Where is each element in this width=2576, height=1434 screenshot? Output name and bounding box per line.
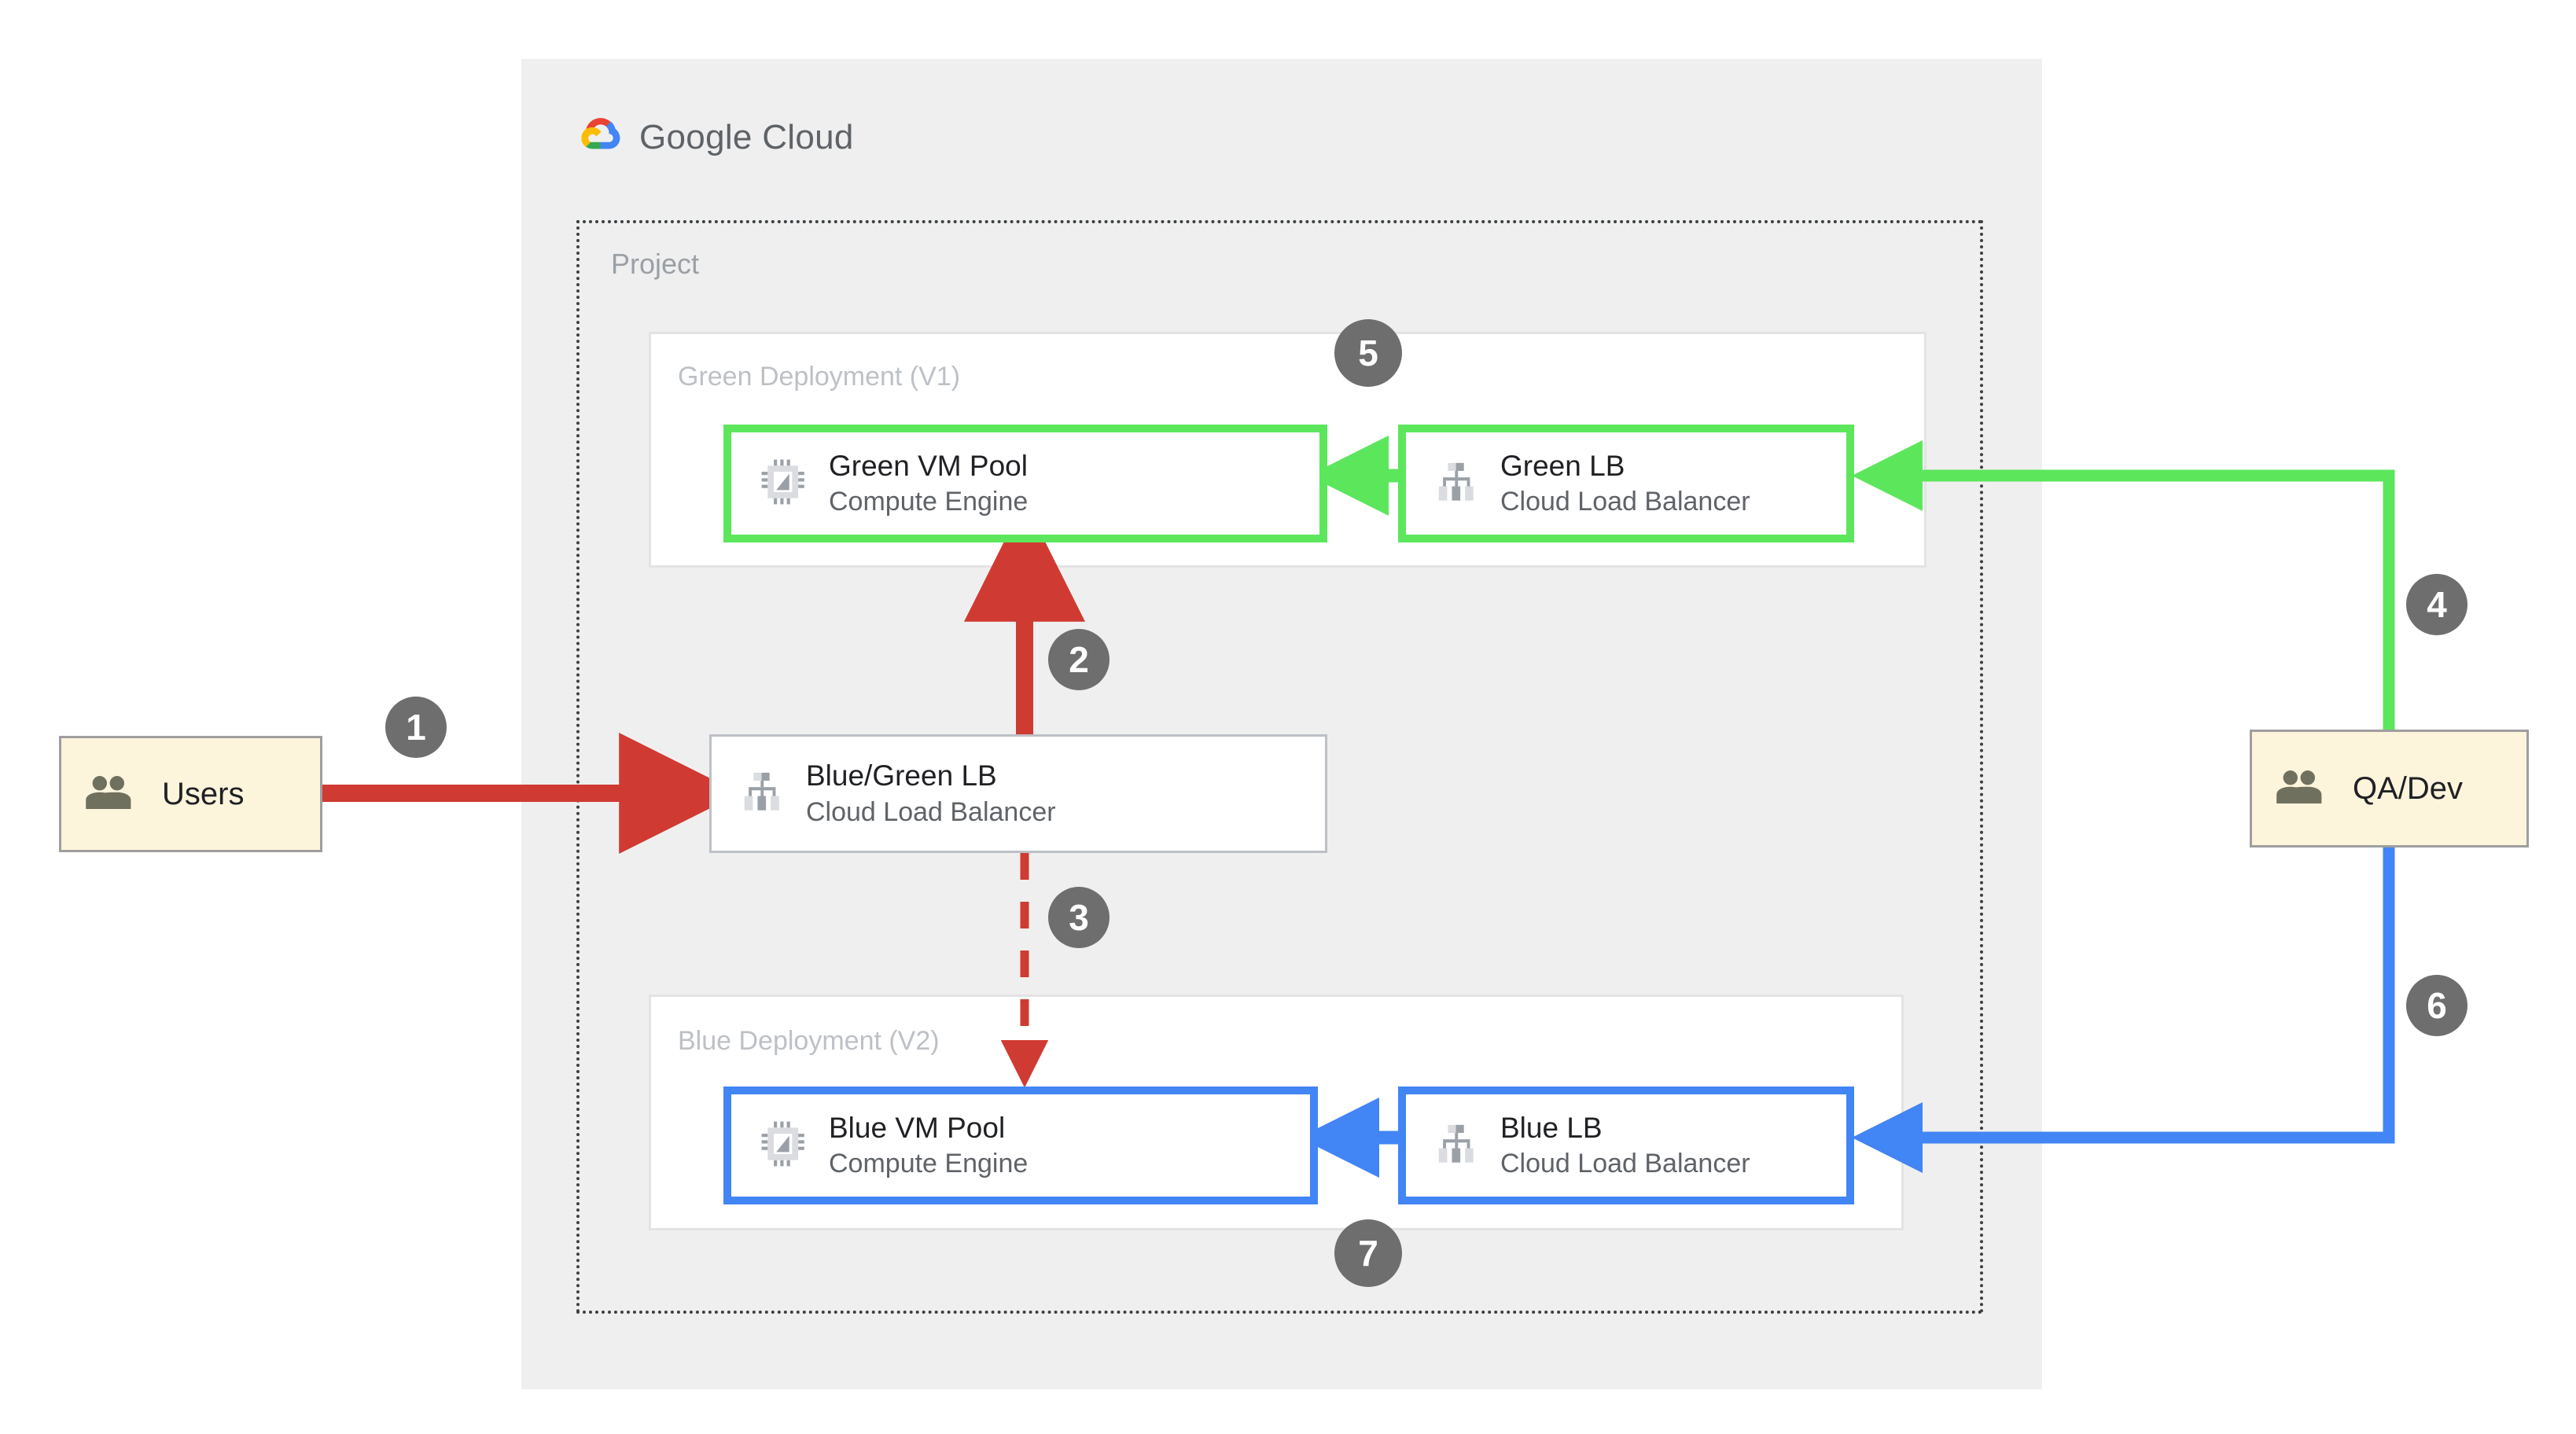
blue-deployment-label: Blue Deployment (V2) xyxy=(678,1026,940,1056)
step-badge-7: 7 xyxy=(1334,1219,1402,1287)
node-green-lb[interactable]: Green LB Cloud Load Balancer xyxy=(1398,425,1854,542)
node-title: Blue/Green LB xyxy=(806,759,997,792)
brand-name-part1: Google xyxy=(639,118,753,156)
node-subtitle: Compute Engine xyxy=(829,487,1029,517)
step-badge-6: 6 xyxy=(2406,975,2467,1036)
node-bluegreen-lb[interactable]: Blue/Green LB Cloud Load Balancer xyxy=(709,734,1327,853)
step-badge-1: 1 xyxy=(385,697,447,758)
node-subtitle: Cloud Load Balancer xyxy=(806,796,1056,827)
google-cloud-logo-icon xyxy=(576,116,625,160)
node-title: Blue LB xyxy=(1500,1111,1603,1144)
compute-engine-cpu-icon xyxy=(760,458,808,510)
node-blue-vm-pool[interactable]: Blue VM Pool Compute Engine xyxy=(723,1087,1318,1204)
cloud-load-balancer-icon xyxy=(1434,1121,1480,1171)
node-subtitle: Compute Engine xyxy=(829,1149,1029,1179)
node-title: Green VM Pool xyxy=(829,449,1028,482)
google-cloud-brand: Google Cloud xyxy=(576,106,891,169)
people-icon xyxy=(2276,769,2328,809)
step-badge-4: 4 xyxy=(2406,574,2467,635)
people-icon xyxy=(85,774,137,814)
project-boundary xyxy=(576,220,1983,1314)
green-deployment-label: Green Deployment (V1) xyxy=(678,362,961,392)
node-title: Blue VM Pool xyxy=(829,1111,1006,1144)
google-cloud-wordmark: Google Cloud xyxy=(639,118,854,157)
actor-label: QA/Dev xyxy=(2353,770,2464,806)
brand-name-part2: Cloud xyxy=(762,118,854,156)
node-subtitle: Cloud Load Balancer xyxy=(1500,487,1750,517)
step-badge-5: 5 xyxy=(1334,319,1402,387)
compute-engine-cpu-icon xyxy=(760,1120,808,1172)
node-subtitle: Cloud Load Balancer xyxy=(1500,1149,1750,1179)
project-label: Project xyxy=(611,248,700,280)
actor-users[interactable]: Users xyxy=(59,736,322,852)
node-title: Green LB xyxy=(1500,449,1625,482)
actor-qa-dev[interactable]: QA/Dev xyxy=(2250,730,2529,848)
cloud-load-balancer-icon xyxy=(740,769,786,818)
flow-qadev-to-blue-lb xyxy=(1852,848,2395,1173)
step-badge-2: 2 xyxy=(1048,629,1110,690)
flow-qadev-to-green-lb xyxy=(1852,440,2395,730)
step-badge-3: 3 xyxy=(1048,887,1110,948)
actor-label: Users xyxy=(162,776,245,811)
cloud-load-balancer-icon xyxy=(1434,459,1480,509)
node-green-vm-pool[interactable]: Green VM Pool Compute Engine xyxy=(723,425,1327,542)
node-blue-lb[interactable]: Blue LB Cloud Load Balancer xyxy=(1398,1087,1854,1204)
